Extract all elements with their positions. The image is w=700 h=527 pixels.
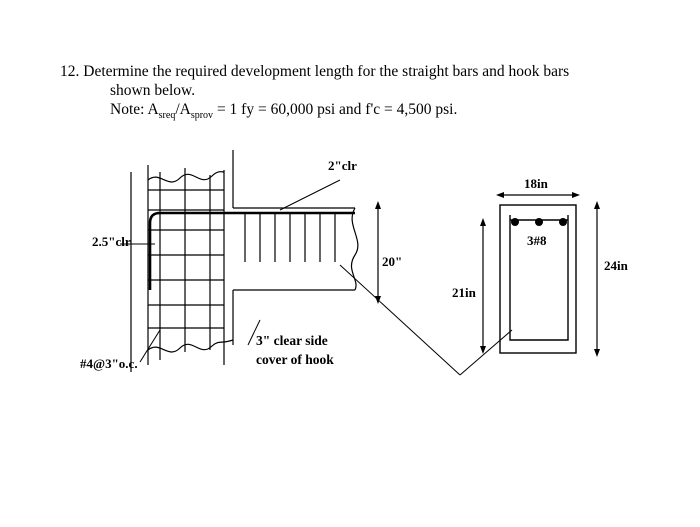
label-depth: 20": [382, 254, 402, 269]
rebar-1: [511, 218, 519, 226]
question-line-2: shown below.: [110, 82, 196, 99]
label-side-cover-2: cover of hook: [256, 352, 334, 367]
question-line-1: 12. Determine the required development l…: [60, 62, 569, 81]
label-top-clear: 2"clr: [328, 158, 357, 173]
label-bars: 3#8: [527, 233, 547, 248]
column-section: [130, 150, 234, 372]
rebar-dots: [511, 218, 567, 226]
label-left-clear: 2.5"clr: [92, 234, 131, 249]
rebar-2: [535, 218, 543, 226]
leader-lines: [120, 179, 513, 376]
question-statement: Determine the required development lengt…: [83, 63, 570, 80]
question-number: 12.: [60, 63, 80, 80]
label-height-inner: 21in: [452, 285, 477, 300]
label-side-cover-1: 3" clear side: [256, 333, 328, 348]
question-text: 12. Determine the required development l…: [60, 62, 569, 125]
rebar-3: [559, 218, 567, 226]
label-width: 18in: [524, 176, 549, 191]
question-note: Note: Asreq/Asprov = 1 fy = 60,000 psi a…: [110, 101, 458, 122]
beam-section: [148, 207, 359, 291]
label-height-total: 24in: [604, 258, 629, 273]
label-stirrups: #4@3"o.c.: [80, 356, 138, 371]
